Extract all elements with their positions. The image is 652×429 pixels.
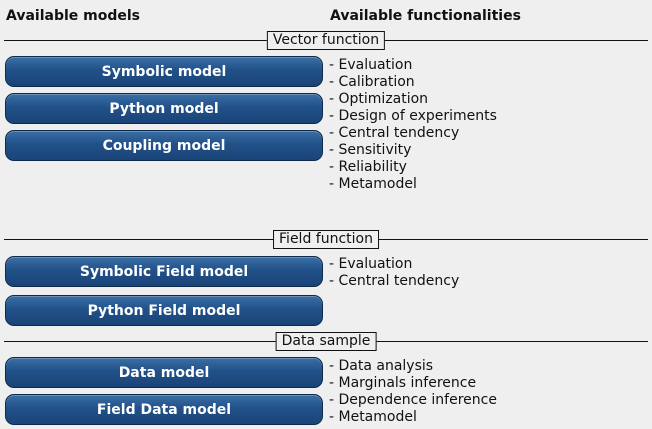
section-divider-data-sample: Data sample (4, 332, 648, 352)
data-model-button[interactable]: Data model (5, 357, 323, 388)
section-divider-field-function: Field function (4, 230, 648, 250)
functionality-item: - Metamodel (329, 409, 417, 425)
functionality-item: - Metamodel (329, 176, 417, 192)
functionality-item: - Design of experiments (329, 108, 497, 124)
section-divider-vector-function: Vector function (4, 31, 648, 51)
functionality-item: - Central tendency (329, 125, 460, 141)
functionality-item: - Calibration (329, 74, 415, 90)
available-models-header: Available models (6, 8, 140, 24)
field-data-model-button[interactable]: Field Data model (5, 394, 323, 425)
functionality-item: - Marginals inference (329, 375, 477, 391)
section-title-data-sample: Data sample (275, 332, 377, 351)
data-sample-functionalities: - Data analysis - Marginals inference - … (329, 358, 497, 426)
field-function-functionalities: - Evaluation - Central tendency (329, 256, 459, 290)
functionality-item: - Sensitivity (329, 142, 412, 158)
symbolic-model-button[interactable]: Symbolic model (5, 56, 323, 87)
python-model-button[interactable]: Python model (5, 93, 323, 124)
functionality-item: - Optimization (329, 91, 429, 107)
vector-function-functionalities: - Evaluation - Calibration - Optimizatio… (329, 57, 497, 193)
functionality-item: - Central tendency (329, 273, 460, 289)
functionality-item: - Evaluation (329, 256, 413, 272)
coupling-model-button[interactable]: Coupling model (5, 130, 323, 161)
functionality-item: - Evaluation (329, 57, 413, 73)
functionality-item: - Reliability (329, 159, 407, 175)
functionality-item: - Dependence inference (329, 392, 497, 408)
section-title-field-function: Field function (273, 230, 379, 249)
functionality-item: - Data analysis (329, 358, 434, 374)
section-title-vector-function: Vector function (266, 31, 386, 50)
python-field-model-button[interactable]: Python Field model (5, 295, 323, 326)
symbolic-field-model-button[interactable]: Symbolic Field model (5, 256, 323, 287)
available-functionalities-header: Available functionalities (330, 8, 521, 24)
